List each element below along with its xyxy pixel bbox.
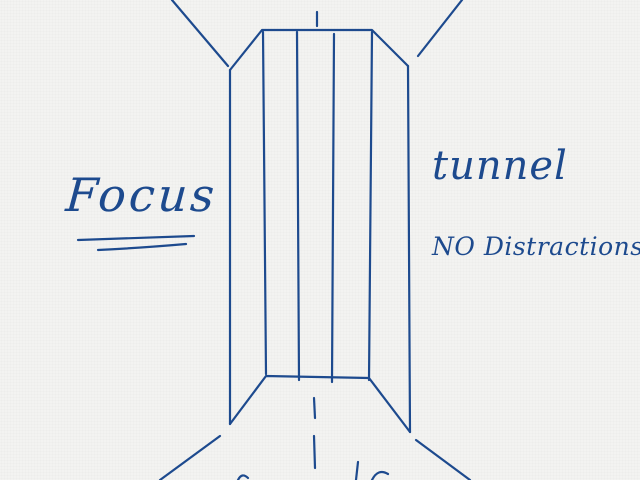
lower-left-diagonal [158, 434, 222, 480]
bottom-scribble-2 [354, 460, 390, 480]
inner-line-1 [261, 30, 268, 376]
inner-line-4 [367, 30, 374, 382]
inner-line-2 [295, 30, 301, 382]
focus-label: Focus [64, 168, 219, 222]
focus-underline-1 [76, 234, 196, 242]
tunnel-top-edge [228, 28, 410, 72]
no-distractions-label: NO Distractions [432, 232, 640, 261]
bottom-scribble [236, 474, 250, 480]
center-dash-2 [312, 434, 317, 470]
tunnel-label: tunnel [432, 143, 568, 189]
upper-right-diagonal [416, 0, 464, 58]
tunnel-right-wall [406, 64, 412, 434]
center-dash-1 [312, 396, 317, 420]
focus-underline-2 [96, 242, 188, 252]
lower-right-diagonal [414, 438, 472, 480]
tunnel-floor-edge [228, 374, 412, 434]
upper-left-diagonal [170, 0, 230, 68]
inner-line-3 [330, 32, 336, 384]
